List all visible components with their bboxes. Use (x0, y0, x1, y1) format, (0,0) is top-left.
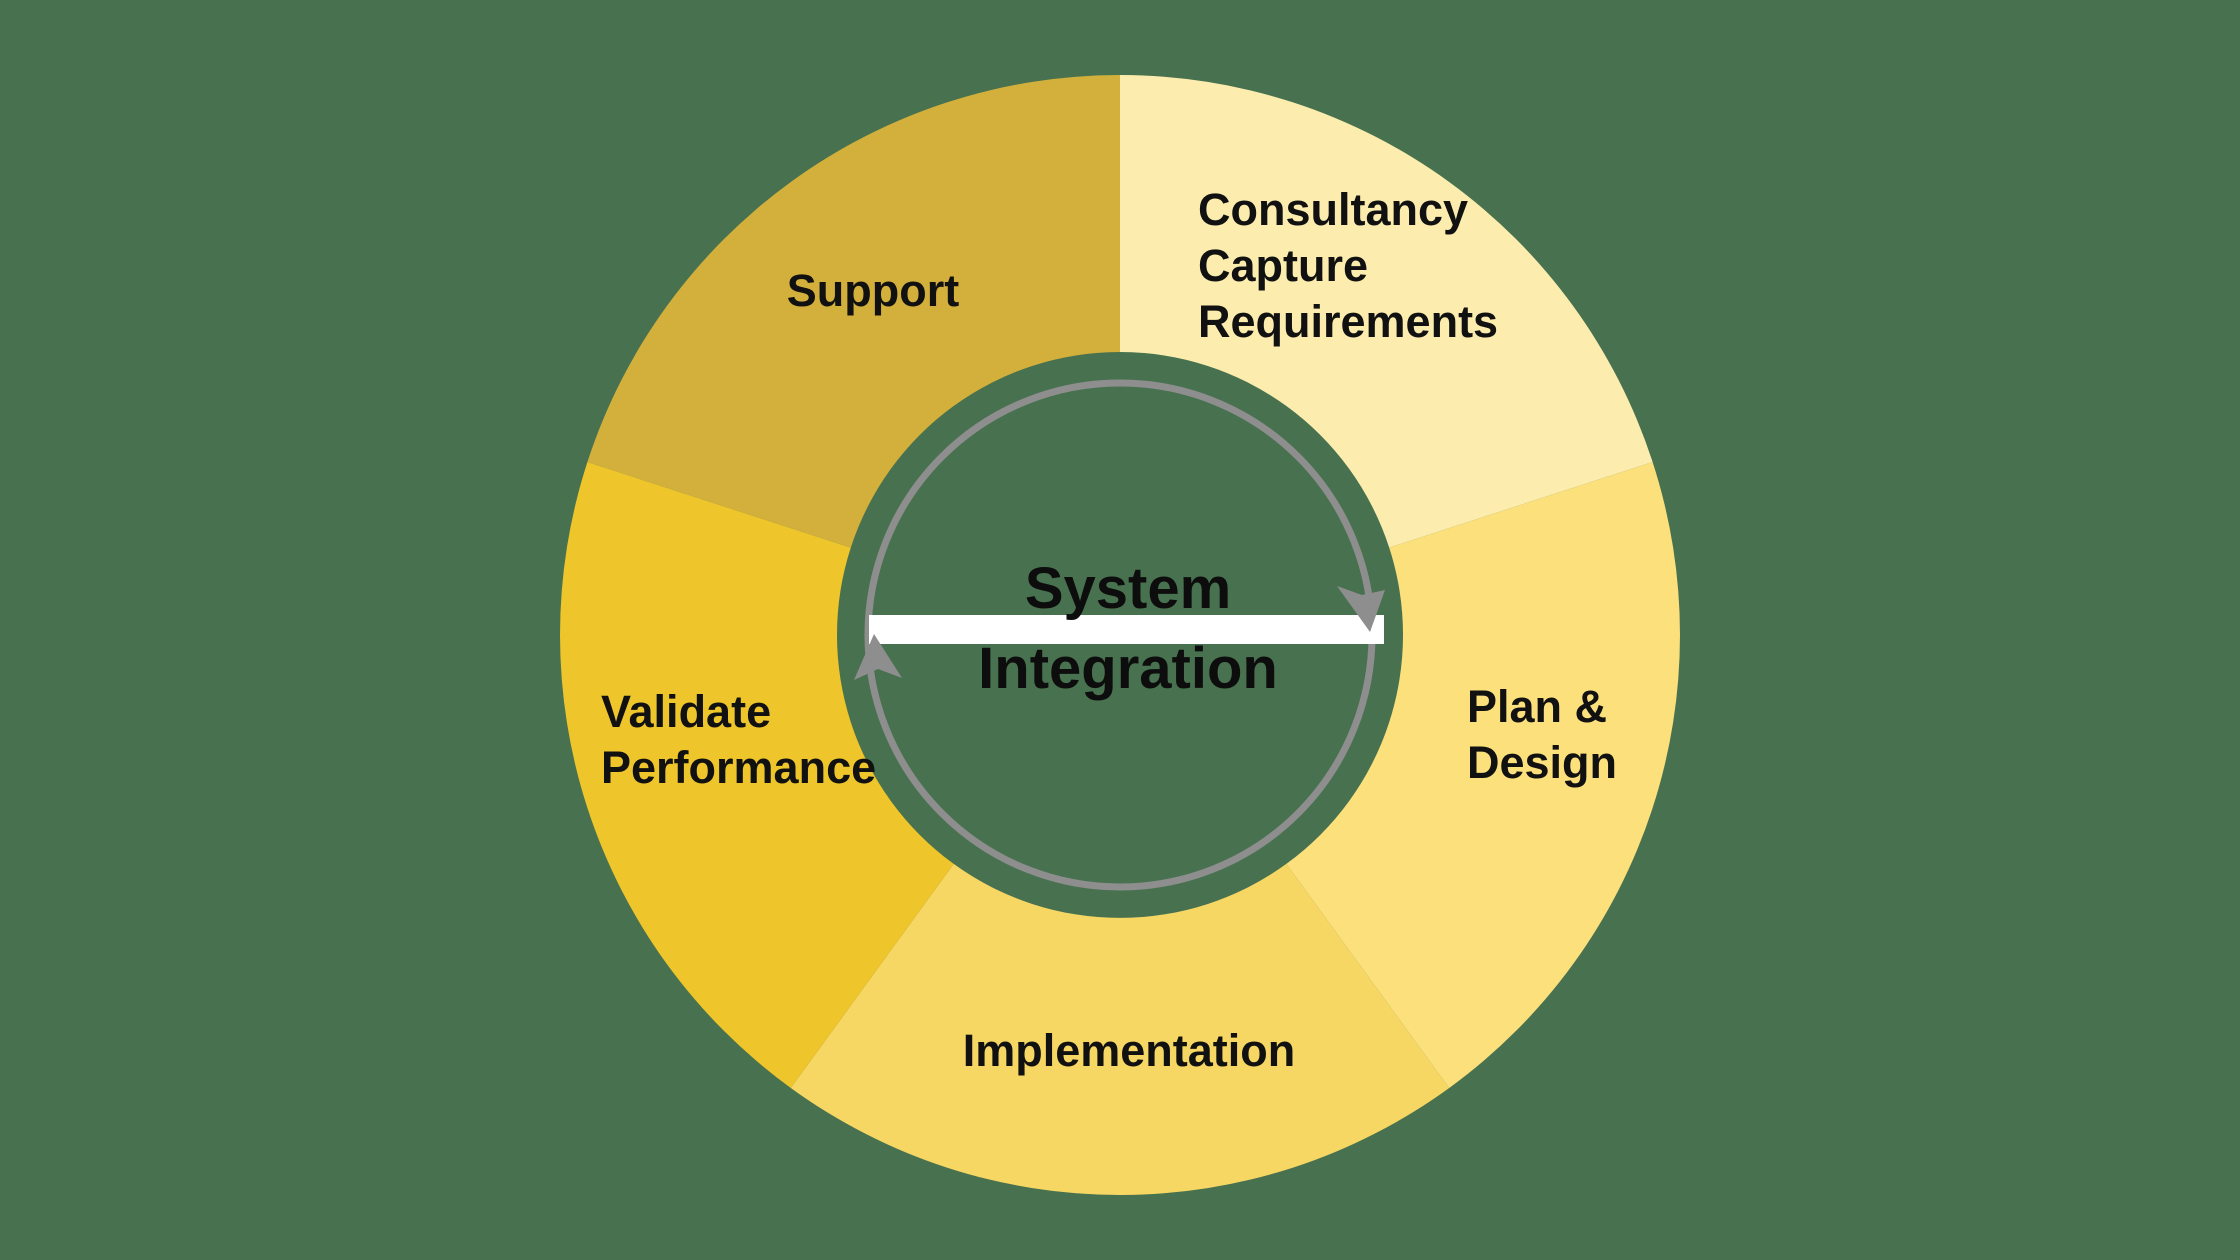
cycle-arrowhead-left-icon (854, 634, 902, 680)
segment-support (587, 75, 1120, 548)
segment-label-implementation: Implementation (962, 1025, 1296, 1076)
segment-label-consultancy: Consultancy Capture Requirements (1198, 184, 1499, 347)
integration-bar (869, 615, 1384, 644)
segment-consultancy (1120, 75, 1653, 548)
segment-plan-design (1286, 462, 1680, 1088)
segment-label-validate-performance: Validate Performance (601, 686, 877, 793)
diagram-center-title: System Integration (978, 556, 1278, 701)
segment-label-plan-design: Plan & Design (1467, 681, 1618, 788)
segment-implementation (790, 863, 1450, 1195)
segment-validate-performance (560, 462, 954, 1088)
cycle-arrowhead-right-icon (1337, 586, 1385, 632)
segment-label-support: Support (786, 265, 960, 316)
